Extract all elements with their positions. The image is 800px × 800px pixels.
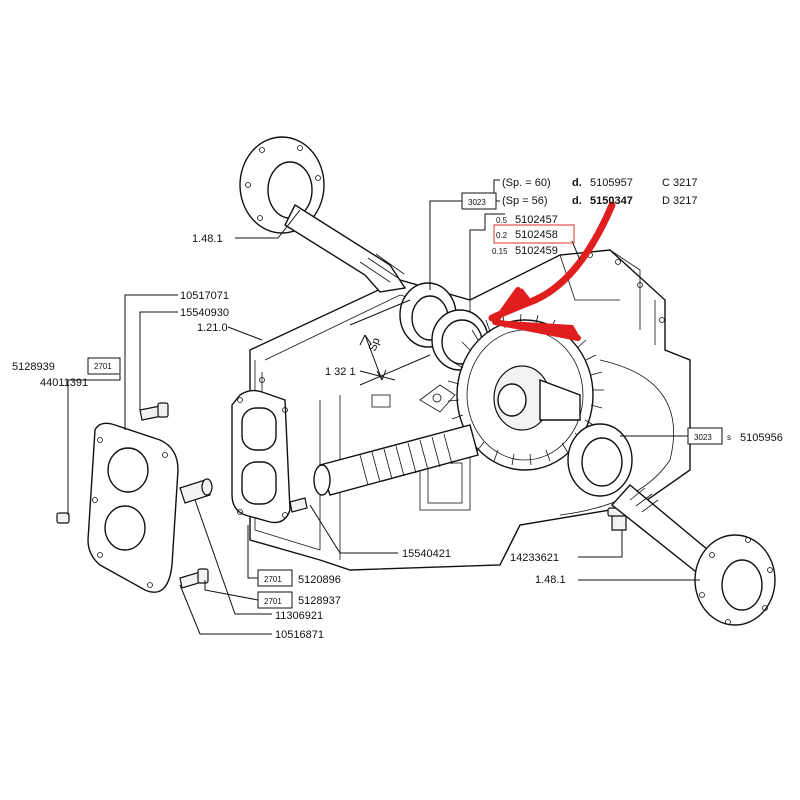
label-11306921: 11306921 xyxy=(275,610,323,622)
label-shim2-part: 5102458 xyxy=(515,229,558,241)
outer-cover-plate xyxy=(87,422,179,593)
upper-bearing xyxy=(399,282,489,371)
upper-axle-shaft xyxy=(239,136,407,293)
label-shim3-thk: 0.15 xyxy=(492,247,508,256)
sp-dimension-label: Sp xyxy=(367,336,383,353)
label-shim3-part: 5102459 xyxy=(515,245,558,257)
label-5128937: 5128937 xyxy=(298,595,341,607)
ref-box-3023-top xyxy=(461,192,497,210)
label-sp60-d: d. xyxy=(572,177,582,189)
label-5105956: 5105956 xyxy=(740,432,783,444)
label-15540421: 15540421 xyxy=(402,548,451,560)
lower-bearing xyxy=(567,423,633,497)
label-ref-2701-b: 2701 xyxy=(264,575,282,584)
label-s: s xyxy=(727,433,731,442)
label-sp60-part: 5105957 xyxy=(590,177,633,189)
label-15540930: 15540930 xyxy=(180,307,229,319)
label-sp56-part: 5150347 xyxy=(590,195,633,207)
label-shaft-bottom: 1.48.1 xyxy=(535,574,566,586)
label-ref-2701-c: 2701 xyxy=(264,597,282,606)
label-sp60: (Sp. = 60) xyxy=(502,177,551,189)
label-1-32-1: 1 32 1 xyxy=(325,366,356,378)
label-ref-3023-top: 3023 xyxy=(468,198,486,207)
label-ref-2701-a: 2701 xyxy=(94,362,112,371)
label-shim1-thk: 0.5 xyxy=(496,216,508,225)
label-ref-3023-right: 3023 xyxy=(694,433,712,442)
label-shim2-thk: 0.2 xyxy=(496,231,508,240)
ref-box-2701-b xyxy=(257,569,293,587)
label-shim1-part: 5102457 xyxy=(515,214,558,226)
ref-box-2701-c xyxy=(257,591,293,609)
ref-box-2701-a xyxy=(87,357,121,375)
ring-gear xyxy=(447,313,604,471)
label-5120896: 5120896 xyxy=(298,574,341,586)
label-sp56-code: D 3217 xyxy=(662,195,697,207)
pinion-shaft xyxy=(313,424,479,496)
label-44011391: 44011391 xyxy=(40,377,88,389)
label-5128939: 5128939 xyxy=(12,361,55,373)
label-10517071: 10517071 xyxy=(180,290,229,302)
label-sp56: (Sp = 56) xyxy=(502,195,548,207)
fasteners xyxy=(56,402,631,589)
label-sp60-code: C 3217 xyxy=(662,177,697,189)
sp-bracket xyxy=(493,179,500,202)
ref-box-3023-right xyxy=(687,427,723,445)
inner-cover-plate xyxy=(231,389,291,524)
sp-dimension: Sp xyxy=(349,299,431,386)
label-sp56-d: d. xyxy=(572,195,582,207)
label-10516871: 10516871 xyxy=(275,629,324,641)
red-arrow xyxy=(488,201,616,341)
label-14233621: 14233621 xyxy=(510,552,559,564)
label-1-21-0: 1.21.0 xyxy=(197,322,228,334)
leader-lines xyxy=(67,200,700,635)
lower-axle-shaft xyxy=(610,484,776,626)
shim-highlight-box xyxy=(493,224,575,244)
label-shaft-top: 1.48.1 xyxy=(192,233,223,245)
